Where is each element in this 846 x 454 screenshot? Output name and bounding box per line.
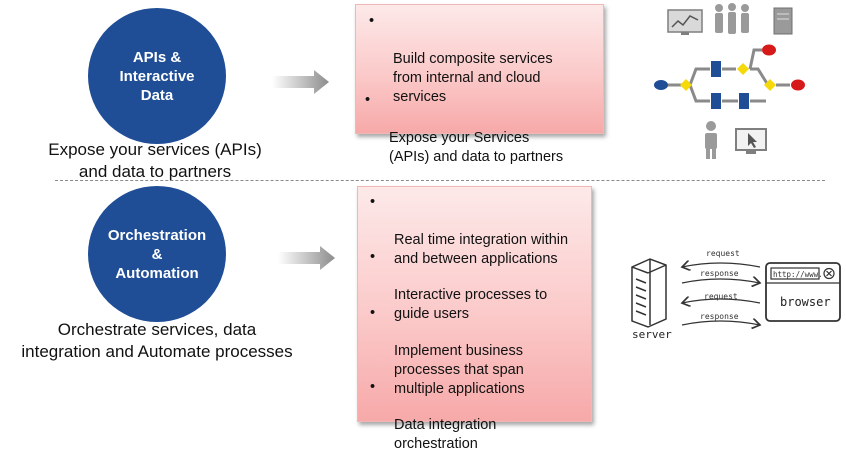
orchestration-bullet-1: • Real time integration within and betwe… [370, 193, 589, 269]
flow-lines [664, 48, 790, 103]
flow-decision-diamond [764, 79, 776, 91]
process-flow-illustration [654, 3, 805, 159]
message-label: response [700, 312, 739, 321]
flow-decision-diamond [737, 63, 749, 75]
apis-circle: APIs & Interactive Data [88, 8, 226, 144]
orchestration-box: • Real time integration within and betwe… [357, 186, 592, 452]
document-icon [773, 7, 793, 35]
people-group-icon [715, 3, 749, 34]
apis-bullet-1: • Build composite services from internal… [369, 12, 598, 107]
response-arrow-2 [681, 321, 760, 325]
computer-cursor-icon [735, 128, 767, 154]
orchestration-caption: Orchestrate services, data integration a… [21, 320, 293, 361]
flow-task-box [711, 93, 721, 109]
flow-task-box [739, 93, 749, 109]
bullet-text: Data integration orchestration [394, 417, 497, 452]
server-icon [631, 258, 667, 328]
message-label: response [700, 269, 739, 278]
orchestration-bullet-4: • Data integration orchestration [370, 378, 589, 454]
orchestration-circle-label: Orchestration & Automation [107, 226, 207, 282]
bullet-dot: • [370, 249, 376, 265]
request-arrow-1 [682, 263, 761, 267]
browser-address-text: http://www. [773, 270, 823, 279]
flow-task-box [711, 61, 721, 77]
chart-monitor-icon [667, 9, 703, 35]
message-label: request [704, 292, 738, 301]
bullet-dot: • [370, 379, 376, 395]
bullet-dot: • [370, 194, 376, 210]
person-icon [705, 121, 717, 159]
bullet-text: Expose your Services (APIs) and data to … [389, 130, 564, 165]
browser-window-icon [765, 262, 841, 322]
message-label: request [706, 249, 740, 258]
orchestration-bullet-3: • Implement business processes that span… [370, 304, 589, 399]
bullet-dot: • [369, 13, 375, 29]
flow-end-node [762, 44, 776, 56]
bullet-text: Interactive processes to guide users [394, 287, 548, 322]
flow-end-node [791, 79, 805, 91]
bottom-arrow-icon [278, 246, 335, 270]
orchestration-circle: Orchestration & Automation [88, 186, 226, 322]
server-label: server [632, 328, 672, 340]
section-divider [55, 180, 825, 181]
apis-circle-label: APIs & Interactive Data [119, 48, 195, 104]
apis-bullet-2: • Expose your Services (APIs) and data t… [365, 91, 599, 167]
apis-box: • Build composite services from internal… [355, 4, 604, 165]
bullet-dot: • [365, 92, 371, 108]
browser-label: browser [780, 295, 831, 309]
bullet-text: Build composite services from internal a… [393, 51, 553, 105]
orchestration-bullet-2: • Interactive processes to guide users [370, 248, 589, 324]
request-arrow-2 [682, 299, 761, 303]
client-server-illustration: server request response request response… [631, 249, 841, 340]
flow-decision-diamond [680, 79, 692, 91]
apis-caption: Expose your services (APIs) and data to … [48, 140, 262, 181]
bullet-text: Real time integration within and between… [394, 232, 569, 267]
bullet-dot: • [370, 305, 376, 321]
flow-start-node [654, 80, 668, 90]
response-arrow-1 [681, 279, 760, 283]
top-arrow-icon [272, 70, 329, 94]
bullet-text: Implement business processes that span m… [394, 343, 525, 397]
